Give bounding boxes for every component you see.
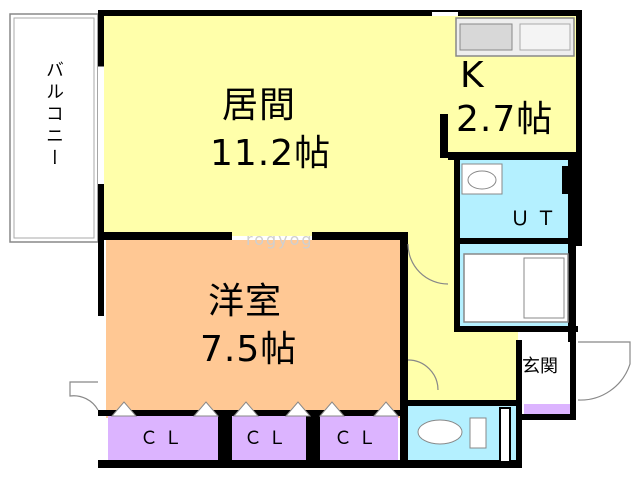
bathtub [463, 253, 569, 323]
balcony-label: バルコニー [43, 60, 64, 170]
entrance-strip [524, 404, 570, 416]
watermark: rogyog [246, 230, 314, 249]
balcony-inner [13, 17, 95, 239]
entrance-label: 玄関 [522, 356, 558, 377]
door-swings [69, 243, 631, 411]
closet-1-floor [108, 414, 218, 462]
closet-2-label: ＣＬ [244, 428, 292, 449]
kitchen-name: K [460, 55, 485, 96]
window-living-west [98, 66, 104, 184]
living-room-name: 居間 [222, 85, 297, 126]
closet-2-floor [232, 414, 306, 462]
western-room-name: 洋室 [208, 281, 283, 322]
window-western-west [98, 316, 104, 382]
toilet-tank [469, 417, 487, 449]
kitchen-sink [459, 23, 513, 51]
balcony-area [9, 13, 99, 243]
closet-3-label: ＣＬ [334, 428, 382, 449]
window-top [432, 12, 458, 16]
toilet-door [499, 407, 511, 463]
closet-3-floor [320, 414, 398, 462]
western-room-size: 7.5帖 [200, 329, 298, 370]
kitchen-size: 2.7帖 [456, 99, 554, 140]
toilet-bowl [417, 419, 463, 445]
closet-door-markers [110, 401, 400, 417]
utility-label: ＵＴ [510, 206, 562, 230]
hall-floor-lower [456, 330, 518, 402]
western-room-floor [106, 240, 400, 418]
bathtub-inner [523, 257, 565, 319]
kitchen-stove [519, 23, 571, 51]
wash-basin-bowl [467, 170, 497, 190]
living-room-size: 11.2帖 [210, 133, 332, 174]
closet-1-label: ＣＬ [140, 428, 188, 449]
